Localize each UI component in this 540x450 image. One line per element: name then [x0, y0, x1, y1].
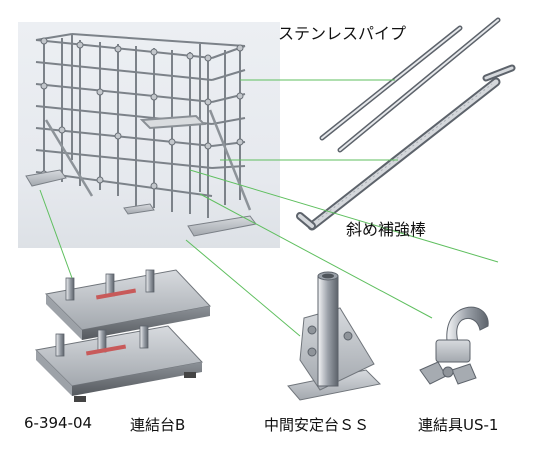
connecting-base-image-1	[44, 269, 211, 340]
diagonal-brace-image	[296, 64, 516, 231]
rack-feet	[25, 169, 257, 237]
connector-label: 連結具US-1	[418, 416, 499, 434]
connecting-base-image-2	[34, 325, 203, 402]
connecting-base-label: 連結台B	[130, 416, 186, 434]
leader-lines	[39, 79, 499, 337]
diagonal-brace-label: 斜め補強棒	[346, 220, 427, 239]
middle-stand-label: 中間安定台ＳＳ	[264, 416, 370, 434]
middle-stand-image	[287, 271, 382, 401]
stainless-pipe-image	[319, 17, 501, 153]
connector-image	[419, 306, 489, 385]
lattice-rack	[35, 33, 252, 218]
catalog-number-label: 6-394-04	[24, 414, 93, 432]
stainless-pipe-label: ステンレスパイプ	[278, 24, 407, 43]
